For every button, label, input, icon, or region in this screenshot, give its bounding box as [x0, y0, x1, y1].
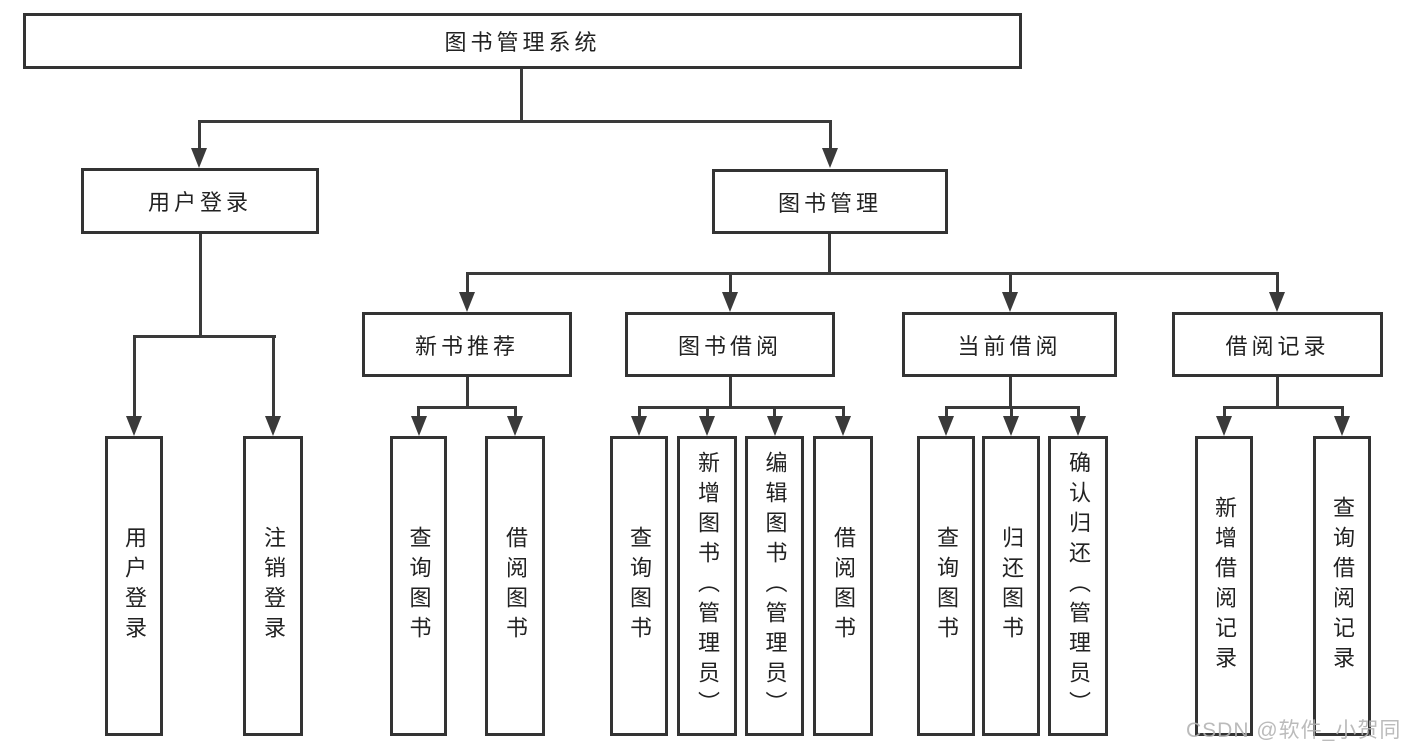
- node-leaf-query-book-borrowing: 查询图书: [610, 436, 668, 736]
- connector-line: [198, 234, 202, 336]
- node-borrowing-records: 借阅记录: [1172, 312, 1383, 377]
- arrow-down-icon: [1216, 416, 1232, 436]
- connector-line: [1340, 406, 1344, 419]
- connector-line: [1222, 406, 1344, 409]
- node-leaf-return-book: 归还图书: [982, 436, 1040, 736]
- connector-line: [637, 406, 845, 409]
- connector-line: [1008, 272, 1012, 296]
- arrow-down-icon: [1003, 416, 1019, 436]
- connector-line: [197, 120, 832, 123]
- connector-line: [1076, 406, 1080, 419]
- connector-line: [417, 406, 420, 419]
- node-label: 借阅记录: [1225, 333, 1330, 359]
- node-leaf-edit-book-admin: 编辑图书（管理员）: [745, 436, 804, 736]
- node-label: 查询借阅记录: [1330, 496, 1355, 676]
- arrow-down-icon: [822, 148, 838, 168]
- node-leaf-borrow-book: 借阅图书: [813, 436, 873, 736]
- node-label: 查询图书: [934, 526, 959, 646]
- arrow-down-icon: [1334, 416, 1350, 436]
- node-label: 借阅图书: [503, 526, 528, 646]
- connector-line: [637, 406, 641, 419]
- node-current-borrowing: 当前借阅: [902, 312, 1117, 377]
- arrow-down-icon: [938, 416, 954, 436]
- node-label: 新增图书（管理员）: [695, 451, 720, 721]
- node-label: 新增借阅记录: [1212, 496, 1237, 676]
- node-leaf-confirm-return-admin: 确认归还（管理员）: [1048, 436, 1108, 736]
- node-user-login: 用户登录: [81, 168, 319, 234]
- arrow-down-icon: [631, 416, 647, 436]
- connector-line: [465, 272, 1279, 275]
- connector-line: [132, 335, 276, 338]
- arrow-down-icon: [126, 416, 142, 436]
- node-book-borrowing: 图书借阅: [625, 312, 835, 377]
- node-leaf-query-book-current: 查询图书: [917, 436, 975, 736]
- node-label: 当前借阅: [957, 333, 1062, 359]
- arrow-down-icon: [1070, 416, 1086, 436]
- connector-line: [465, 377, 469, 408]
- connector-line: [1008, 377, 1012, 408]
- connector-line: [271, 335, 275, 419]
- node-label: 查询图书: [406, 526, 432, 646]
- connector-line: [1275, 272, 1279, 296]
- node-label: 用户登录: [122, 526, 147, 646]
- connector-line: [1222, 406, 1226, 419]
- node-label: 注销登录: [261, 526, 286, 646]
- node-leaf-query-book-recommend: 查询图书: [390, 436, 447, 736]
- connector-line: [705, 406, 709, 419]
- connector-line: [1009, 406, 1013, 419]
- node-leaf-add-borrow-record: 新增借阅记录: [1195, 436, 1253, 736]
- node-label: 确认归还（管理员）: [1066, 451, 1091, 721]
- node-label: 编辑图书（管理员）: [762, 451, 788, 721]
- arrow-down-icon: [835, 416, 851, 436]
- node-label: 查询图书: [627, 526, 652, 646]
- arrow-down-icon: [265, 416, 281, 436]
- node-label: 图书管理: [777, 190, 882, 216]
- node-leaf-logout: 注销登录: [243, 436, 303, 736]
- arrow-down-icon: [722, 292, 738, 312]
- arrow-down-icon: [507, 416, 523, 436]
- node-leaf-user-login: 用户登录: [105, 436, 163, 736]
- arrow-down-icon: [191, 148, 207, 168]
- connector-line: [841, 406, 845, 419]
- connector-line: [728, 272, 732, 296]
- connector-line: [465, 272, 469, 296]
- connector-line: [944, 406, 948, 419]
- node-leaf-add-book-admin: 新增图书（管理员）: [677, 436, 737, 736]
- node-label: 图书管理系统: [444, 30, 601, 55]
- node-leaf-query-borrow-record: 查询借阅记录: [1313, 436, 1371, 736]
- node-label: 归还图书: [999, 526, 1024, 646]
- arrow-down-icon: [1002, 292, 1018, 312]
- arrow-down-icon: [459, 292, 475, 312]
- arrow-down-icon: [410, 416, 427, 436]
- arrow-down-icon: [766, 416, 783, 436]
- arrow-down-icon: [699, 416, 715, 436]
- connector-line: [197, 120, 201, 150]
- connector-line: [828, 120, 832, 150]
- connector-line: [1275, 377, 1279, 408]
- node-library-management-system: 图书管理系统: [23, 13, 1022, 69]
- connector-line: [827, 233, 831, 275]
- arrow-down-icon: [1269, 292, 1285, 312]
- connector-line: [519, 68, 523, 121]
- node-book-management: 图书管理: [712, 169, 948, 234]
- node-leaf-borrow-book-recommend: 借阅图书: [485, 436, 545, 736]
- node-new-book-recommendation: 新书推荐: [362, 312, 572, 377]
- node-label: 用户登录: [147, 190, 252, 215]
- node-label: 新书推荐: [414, 333, 519, 359]
- connector-line: [132, 335, 136, 419]
- connector-line: [773, 406, 776, 419]
- connector-line: [513, 406, 517, 419]
- node-label: 图书借阅: [677, 333, 782, 359]
- connector-line: [728, 377, 732, 408]
- csdn-watermark: CSDN @软件_小贺同学: [1186, 719, 1402, 742]
- connector-line: [417, 406, 517, 409]
- node-label: 借阅图书: [831, 526, 856, 646]
